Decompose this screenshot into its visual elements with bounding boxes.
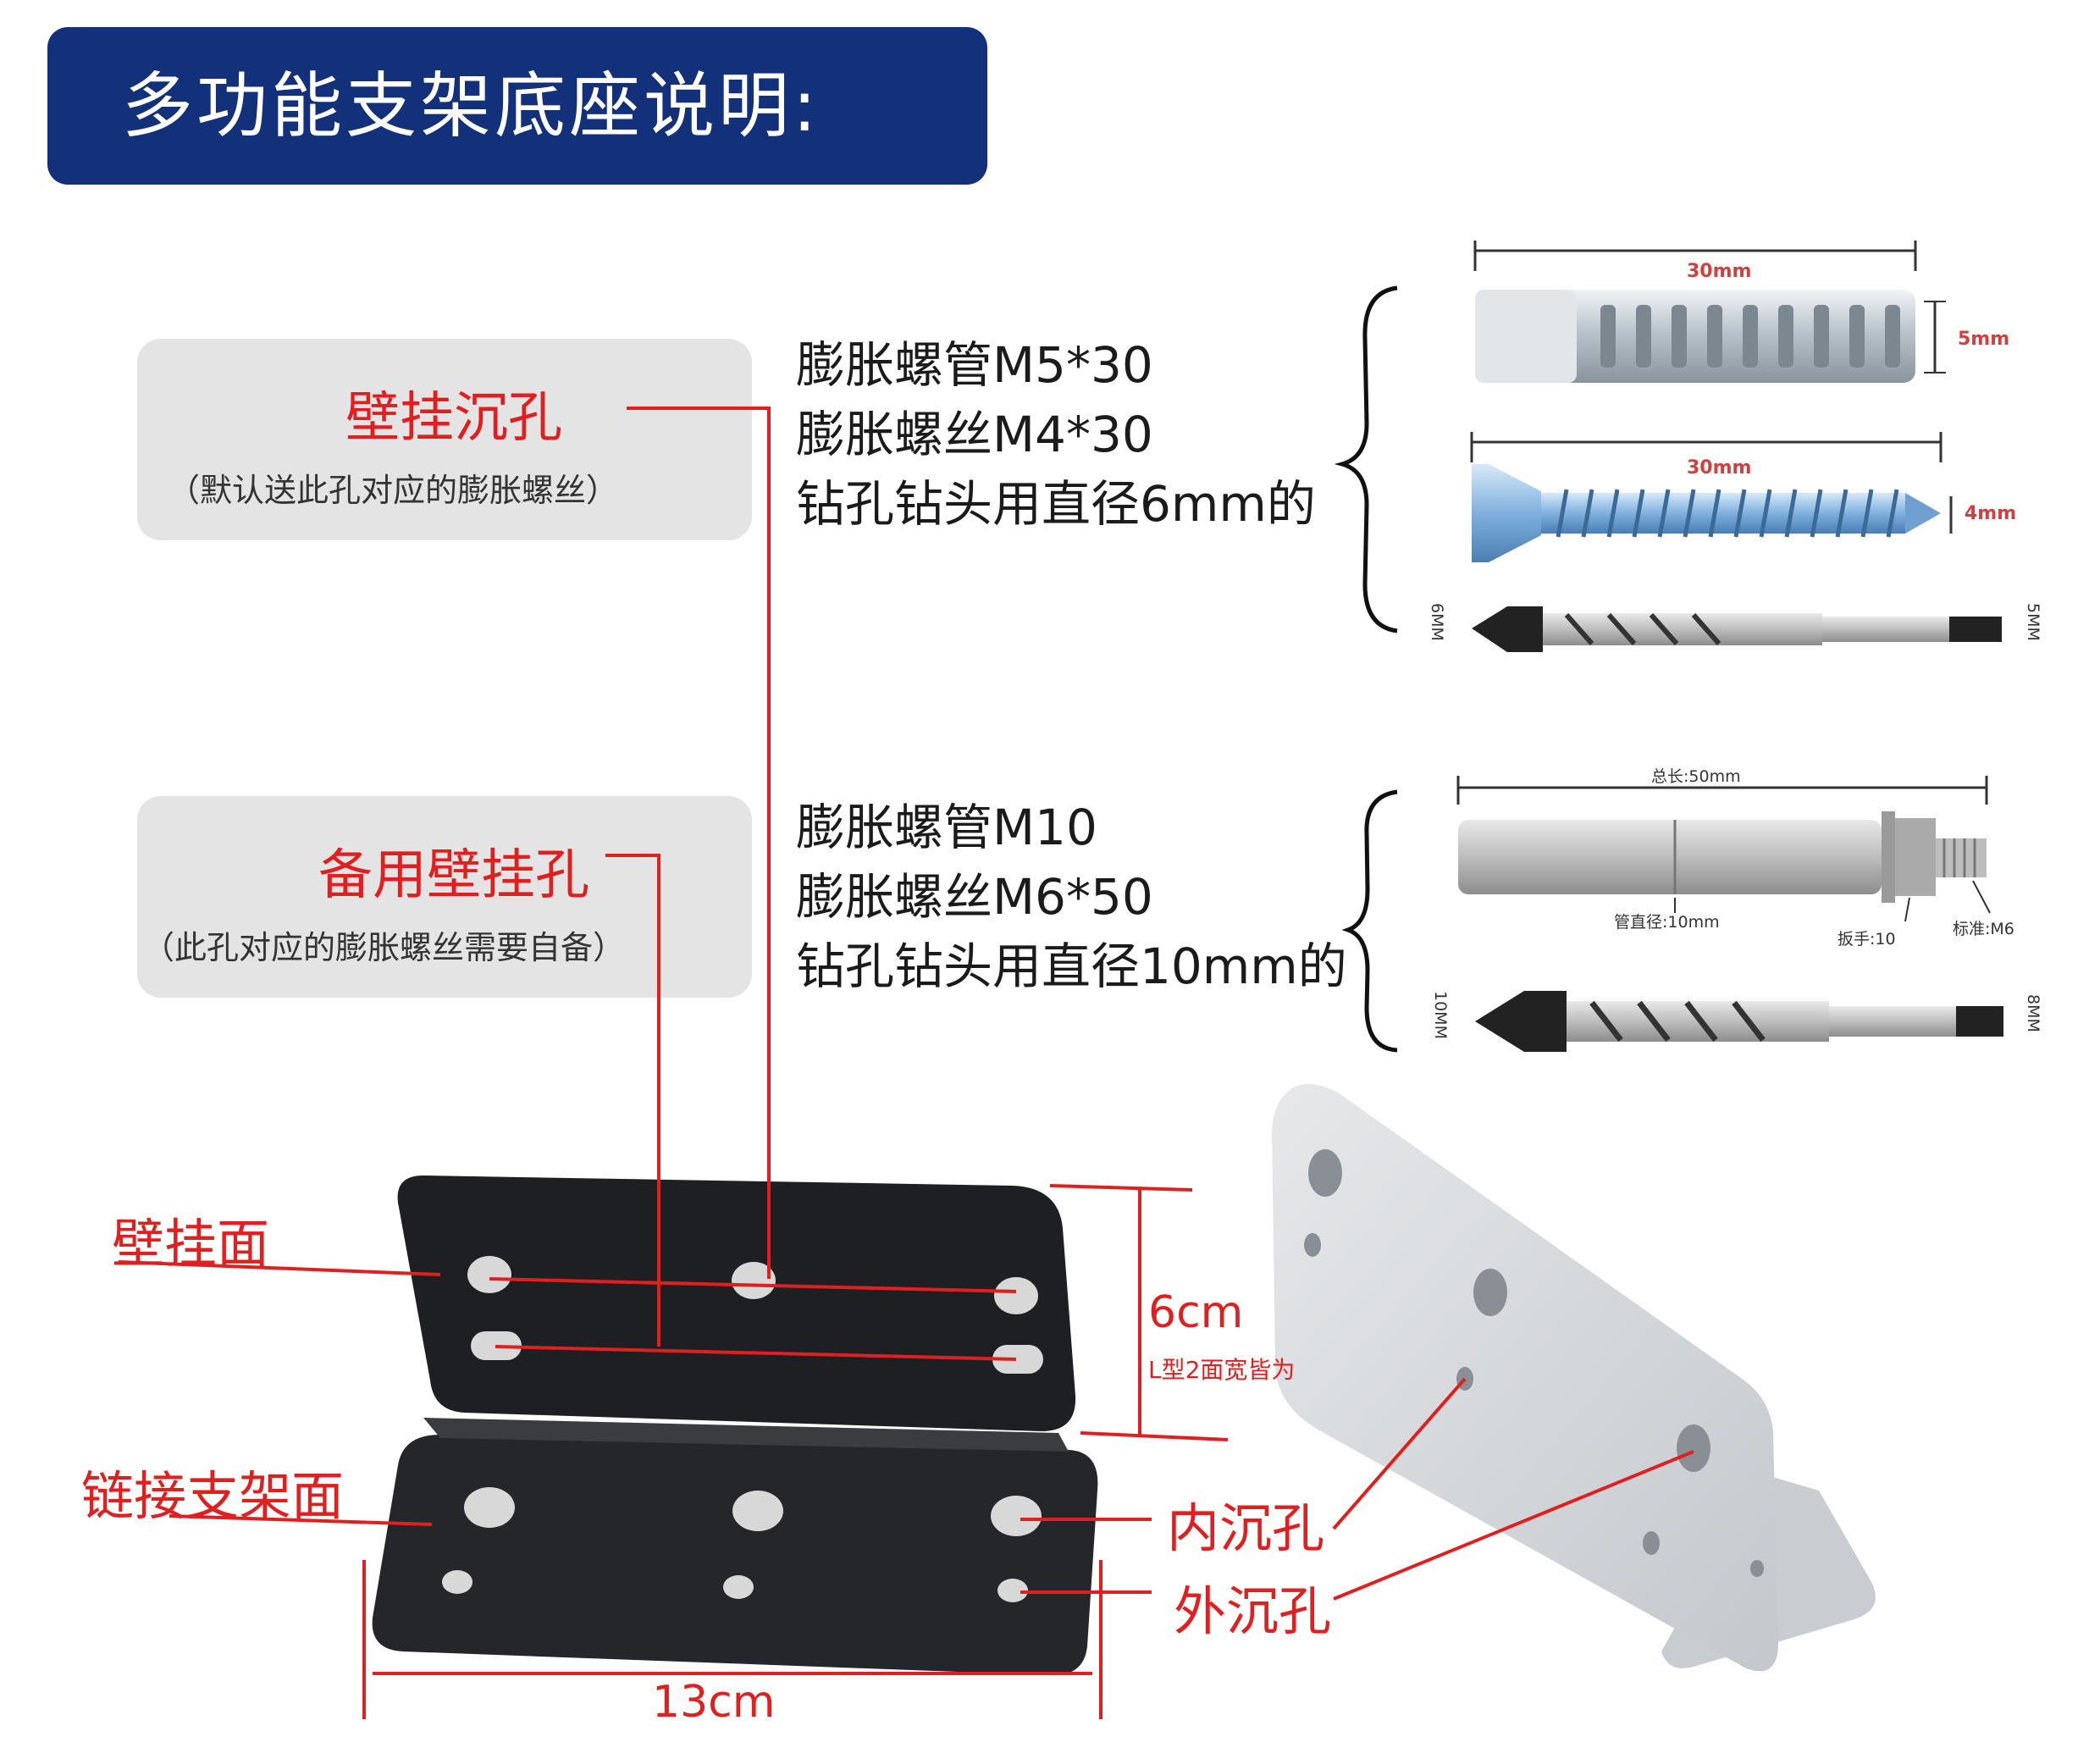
spec-line-anchor-small: 膨胀螺管M5*30 <box>796 336 1153 394</box>
drill-bit-6mm-graphic <box>1472 606 2002 652</box>
width-note-label: L型2面宽皆为 <box>1148 1356 1296 1384</box>
brace-group-2 <box>1341 789 1398 1053</box>
screw-length-label: 30mm <box>1687 457 1752 478</box>
drill-8mm-shank-label: 8MM <box>2024 994 2042 1032</box>
small-screw-graphic <box>1470 432 1953 562</box>
small-anchor-graphic <box>1473 241 1946 383</box>
spare-hole-callout: 备用壁挂孔 （此孔对应的膨胀螺丝需要自备） <box>137 796 752 998</box>
brace-group-1 <box>1334 285 1398 633</box>
width-value-label: 6cm <box>1148 1287 1244 1338</box>
drill-10mm-tip-label: 10MM <box>1431 991 1450 1039</box>
wall-hole-note: （默认送此孔对应的膨胀螺丝） <box>168 472 619 509</box>
black-bracket-graphic <box>372 1175 1098 1676</box>
drill-5mm-shank-label: 5MM <box>2024 603 2042 641</box>
outer-hole-label: 外沉孔 <box>1174 1580 1332 1642</box>
inner-hole-label: 内沉孔 <box>1167 1497 1325 1559</box>
red-leader-lines <box>118 407 1694 1719</box>
spare-hole-label: 备用壁挂孔 <box>318 844 589 907</box>
link-face-label: 链接支架面 <box>81 1465 345 1527</box>
total-length-label: 总长:50mm <box>1651 767 1741 786</box>
wall-face-label: 壁挂面 <box>112 1213 270 1275</box>
length-value-label: 13cm <box>652 1677 776 1728</box>
spare-hole-note: （此孔对应的膨胀螺丝需要自备） <box>142 929 626 966</box>
drill-bit-10mm-graphic <box>1475 991 2003 1052</box>
wall-hole-callout: 壁挂沉孔 （默认送此孔对应的膨胀螺丝） <box>137 339 752 540</box>
thread-standard-label: 标准:M6 <box>1953 920 2014 938</box>
screw-diameter-label: 4mm <box>1965 503 2017 524</box>
grey-bracket-graphic <box>1272 1084 1876 1672</box>
large-anchor-graphic <box>1456 776 1991 922</box>
drill-6mm-tip-label: 6MM <box>1428 603 1446 641</box>
spec-line-screw-small: 膨胀螺丝M4*30 <box>796 406 1153 463</box>
spec-line-screw-large: 膨胀螺丝M6*50 <box>796 868 1153 926</box>
spec-line-drill-large: 钻孔钻头用直径10mm的 <box>796 938 1347 995</box>
title-banner: 多功能支架底座说明: <box>47 27 987 185</box>
page-title: 多功能支架底座说明: <box>122 64 821 147</box>
wall-hole-label: 壁挂沉孔 <box>345 387 562 450</box>
spec-line-anchor-large: 膨胀螺管M10 <box>796 799 1097 856</box>
spec-line-drill-small: 钻孔钻头用直径6mm的 <box>796 475 1316 533</box>
tube-diameter-label: 管直径:10mm <box>1614 913 1720 932</box>
wrench-size-label: 扳手:10 <box>1838 930 1896 949</box>
anchor-length-label: 30mm <box>1687 261 1752 282</box>
anchor-diameter-label: 5mm <box>1958 329 2010 350</box>
